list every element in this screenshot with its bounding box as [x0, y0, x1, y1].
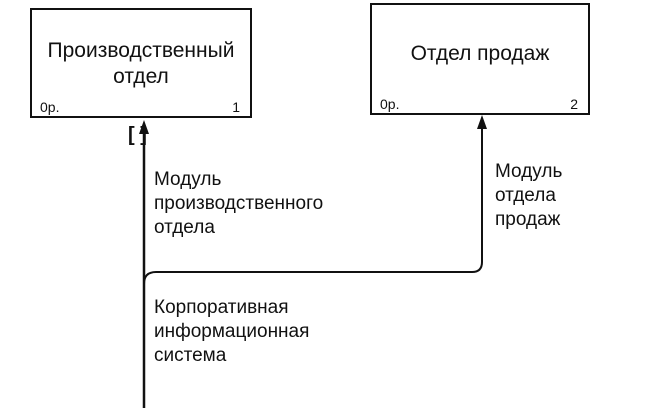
label-line: производственного	[154, 193, 324, 214]
label-line: отдела	[154, 217, 215, 238]
label-line: Модуль	[154, 169, 222, 190]
box-cost: 0р.	[380, 96, 400, 112]
arrowhead-box2	[477, 115, 487, 129]
label-line: Модуль	[495, 161, 563, 182]
box-number: 1	[232, 99, 240, 115]
box-cost: 0р.	[40, 99, 60, 115]
branch-line	[143, 126, 483, 285]
label-line: отдела	[495, 185, 556, 206]
arrow-label-corporate-system[interactable]: Корпоративная информационная система	[154, 296, 309, 368]
box-title-line-1: Отдел продаж	[410, 42, 550, 65]
tunnel-marker: [ ]	[128, 124, 147, 146]
label-line: Корпоративная	[154, 297, 289, 318]
activity-box-sales[interactable]: Отдел продаж 0р. 2	[370, 3, 590, 115]
activity-box-production[interactable]: Производственный отдел 0р. 1	[30, 8, 252, 118]
arrow-label-sales-module[interactable]: Модуль отдела продаж	[495, 160, 562, 232]
box-title-line-1: Производственный	[47, 39, 235, 62]
label-line: информационная	[154, 321, 310, 342]
label-line: система	[154, 345, 227, 366]
box-number: 2	[570, 96, 578, 112]
arrowhead-box1	[139, 120, 149, 134]
arrow-label-production-module[interactable]: Модуль производственного отдела	[154, 168, 323, 240]
label-line: продаж	[495, 209, 561, 230]
box-title-line-2: отдел	[113, 65, 169, 88]
